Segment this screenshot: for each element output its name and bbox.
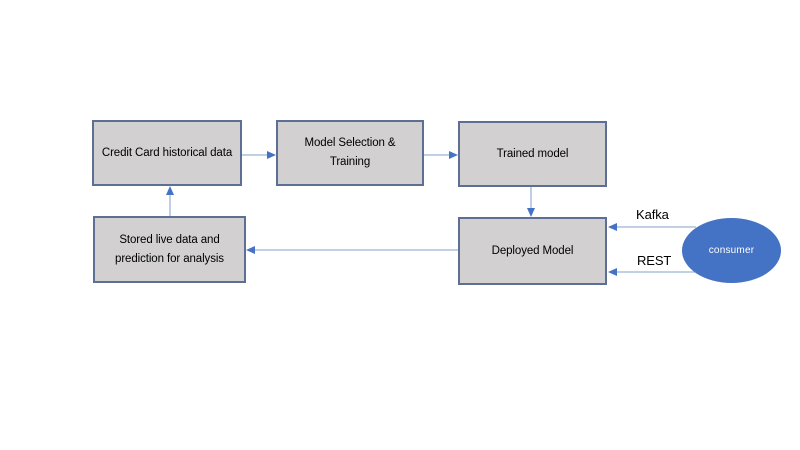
node-credit-card-historical-data: Credit Card historical data	[92, 120, 242, 186]
node-stored-live-data-label: Stored live data and prediction for anal…	[115, 233, 224, 265]
node-credit-card-label: Credit Card historical data	[101, 146, 233, 159]
node-trained-model: Trained model	[458, 121, 607, 187]
node-deployed-model: Deployed Model	[458, 217, 607, 285]
arrow-deployed-to-stored-head	[246, 246, 255, 254]
node-stored-live-data: Stored live data and prediction for anal…	[93, 216, 246, 283]
edge-label-rest: REST	[637, 253, 672, 268]
arrow-model-to-trained-head	[449, 151, 458, 159]
arrow-trained-to-deployed-head	[527, 208, 535, 217]
node-model-selection-label: Model Selection & Training	[304, 137, 396, 168]
arrow-consumer-kafka-head	[608, 223, 617, 231]
node-trained-model-label: Trained model	[496, 147, 569, 160]
arrow-stored-to-credit-head	[166, 186, 174, 195]
node-model-selection-training: Model Selection & Training	[276, 120, 424, 186]
node-deployed-model-label: Deployed Model	[491, 244, 574, 257]
edge-label-kafka: Kafka	[636, 207, 669, 222]
node-consumer-ellipse: consumer	[682, 218, 781, 283]
arrow-consumer-rest-head	[608, 268, 617, 276]
node-consumer-label: consumer	[708, 245, 755, 256]
arrow-credit-to-model-head	[267, 151, 276, 159]
